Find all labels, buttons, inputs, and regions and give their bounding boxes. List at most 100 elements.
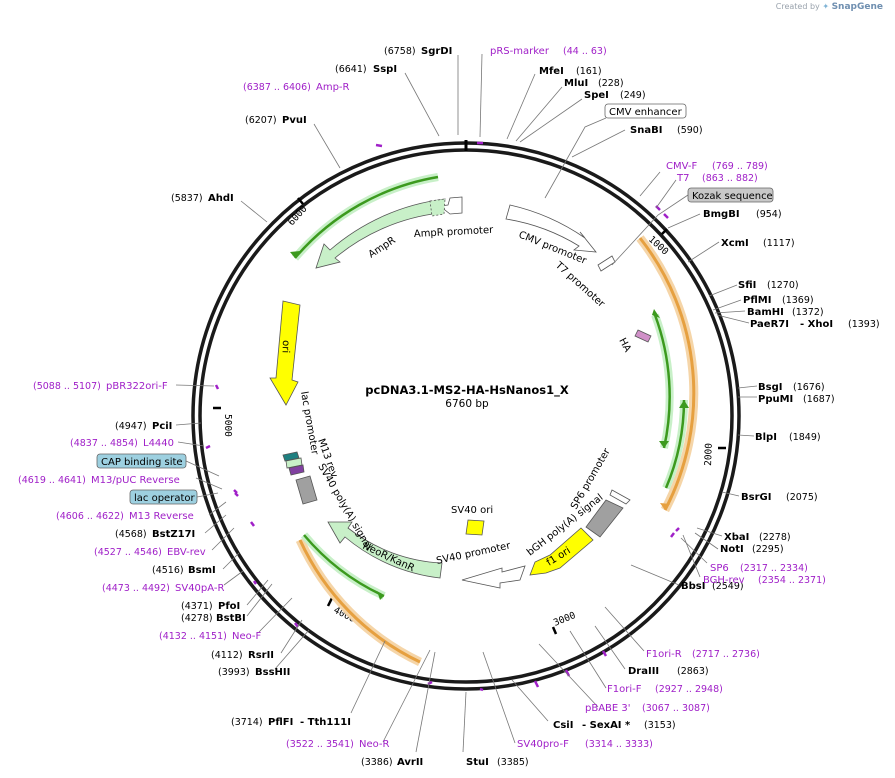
site-pos: (6641): [335, 64, 367, 75]
primer-name: SV40pA-R: [175, 583, 224, 594]
site-name: XcmI: [721, 238, 749, 249]
site-pos: (2295): [752, 544, 784, 555]
arc-arrowheads: [290, 251, 689, 600]
site-pos: (161): [576, 66, 602, 77]
primer-name: M13 Reverse: [129, 511, 194, 522]
box-label-lac-operator: lac operator: [134, 493, 195, 504]
site-pos: (1369): [782, 295, 814, 306]
primer-name: EBV-rev: [167, 547, 206, 558]
site-pos: (228): [598, 78, 624, 89]
site-pos: (4568): [115, 529, 147, 540]
plasmid-name: pcDNA3.1-MS2-HA-HsNanos1_X: [365, 383, 569, 398]
primer-name: T7: [676, 173, 689, 184]
site-pos: (1117): [763, 238, 795, 249]
site-name: BsrGI: [741, 492, 771, 503]
primer-range: (4473 .. 4492): [102, 583, 170, 594]
site-pos: (3385): [497, 757, 529, 768]
site-name: RsrII: [248, 650, 274, 661]
site-pos: (1687): [803, 394, 835, 405]
site-name: SgrDI: [421, 46, 452, 57]
site-pos: (5837): [171, 193, 203, 204]
tick-marks: [213, 197, 726, 635]
site-pos: (1270): [767, 280, 799, 291]
box-label-cap-binding: CAP binding site: [101, 457, 183, 468]
tick-labels: 1000 2000 3000 4000 5000 6000: [222, 203, 715, 628]
primer-range: (4132 .. 4151): [159, 631, 227, 642]
tick-label: 3000: [552, 610, 578, 629]
site-name: MluI: [564, 78, 588, 89]
feature-label-sv40-polya: SV40 poly(A) signal: [315, 462, 373, 552]
box-label-cmv-enhancer: CMV enhancer: [609, 107, 683, 118]
site-name: BsmI: [188, 565, 216, 576]
feature-shapes: [269, 196, 652, 589]
primer-range: (3314 .. 3333): [585, 739, 653, 750]
orange-arcs: [291, 173, 699, 667]
site-name: AvrII: [397, 757, 423, 768]
site-pos: (4371): [181, 601, 213, 612]
primer-marks: [205, 141, 680, 692]
primer-range: (6387 .. 6406): [243, 82, 311, 93]
primer-name: L4440: [143, 438, 174, 449]
tick-label: 2000: [703, 443, 715, 467]
primer-name: Amp-R: [316, 82, 350, 93]
boxed-features: CMV enhancer Kozak sequence CAP binding …: [96, 103, 774, 505]
site-pos: (4278): [181, 613, 213, 624]
site-pos: (6758): [384, 46, 416, 57]
site-pos: (2075): [786, 492, 818, 503]
site-name: SfiI: [738, 280, 756, 291]
primer-name: M13/pUC Reverse: [91, 475, 180, 486]
site-pos: (6207): [245, 115, 277, 126]
site-pos: (954): [756, 209, 782, 220]
primer-name: SV40pro-F: [517, 739, 569, 750]
site-extra: - Tth111I: [300, 717, 351, 728]
site-pos: (1393): [848, 319, 880, 330]
plasmid-title: pcDNA3.1-MS2-HA-HsNanos1_X 6760 bp: [365, 383, 569, 410]
site-name: BstZ17I: [152, 529, 195, 540]
primer-name: SP6: [710, 563, 729, 574]
site-pos: (3386): [361, 757, 393, 768]
feature-label-ampr: AmpR: [367, 235, 398, 261]
site-pos: (2863): [677, 666, 709, 677]
primer-range: (3522 .. 3541): [286, 739, 354, 750]
site-name: PciI: [152, 421, 172, 432]
site-extra: - XhoI: [800, 319, 833, 330]
site-pos: (1676): [793, 382, 825, 393]
site-pos: (1372): [792, 307, 824, 318]
site-name: NotI: [720, 544, 744, 555]
site-name: XbaI: [724, 532, 749, 543]
feature-label-sv40-promoter: SV40 promoter: [435, 540, 512, 567]
site-name: SpeI: [584, 90, 609, 101]
feature-label-sv40-ori: SV40 ori: [451, 505, 493, 516]
primer-range: (769 .. 789): [712, 161, 768, 172]
site-name: DraIII: [628, 666, 659, 677]
brand-name: SnapGene: [831, 2, 883, 12]
site-name: SspI: [373, 64, 397, 75]
site-pos: (4112): [211, 650, 243, 661]
restriction-sites: (6758) SgrDI (6641) SspI (6207) PvuI (58…: [115, 46, 880, 768]
created-by-credit: Created by ✦ SnapGene: [776, 2, 883, 12]
primer-name: pRS-marker: [490, 46, 550, 57]
site-name: PpuMI: [758, 394, 793, 405]
primer-range: (863 .. 882): [702, 173, 758, 184]
primer-range: (5088 .. 5107): [33, 381, 101, 392]
site-pos: (249): [620, 90, 646, 101]
primer-range: (2927 .. 2948): [655, 684, 723, 695]
site-name: PaeR7I: [750, 319, 789, 330]
primer-name: F1ori-F: [607, 684, 642, 695]
feature-label-lac-promoter: lac promoter: [298, 391, 320, 457]
site-pos: (2549): [712, 581, 744, 592]
site-name: CsiI: [553, 720, 573, 731]
backbone: [191, 140, 741, 691]
primer-range: (2317 .. 2334): [740, 563, 808, 574]
site-name: BsgI: [758, 382, 782, 393]
feature-label-ampr-promoter: AmpR promoter: [414, 225, 495, 240]
primer-name: Neo-F: [232, 631, 262, 642]
site-pos: (1849): [789, 432, 821, 443]
primer-range: (2717 .. 2736): [692, 649, 760, 660]
primer-name: Neo-R: [359, 739, 390, 750]
site-name: StuI: [466, 757, 489, 768]
site-name: PflMI: [743, 295, 771, 306]
primer-name: pBR322ori-F: [106, 381, 168, 392]
primer-name: BGH-rev: [703, 575, 745, 586]
